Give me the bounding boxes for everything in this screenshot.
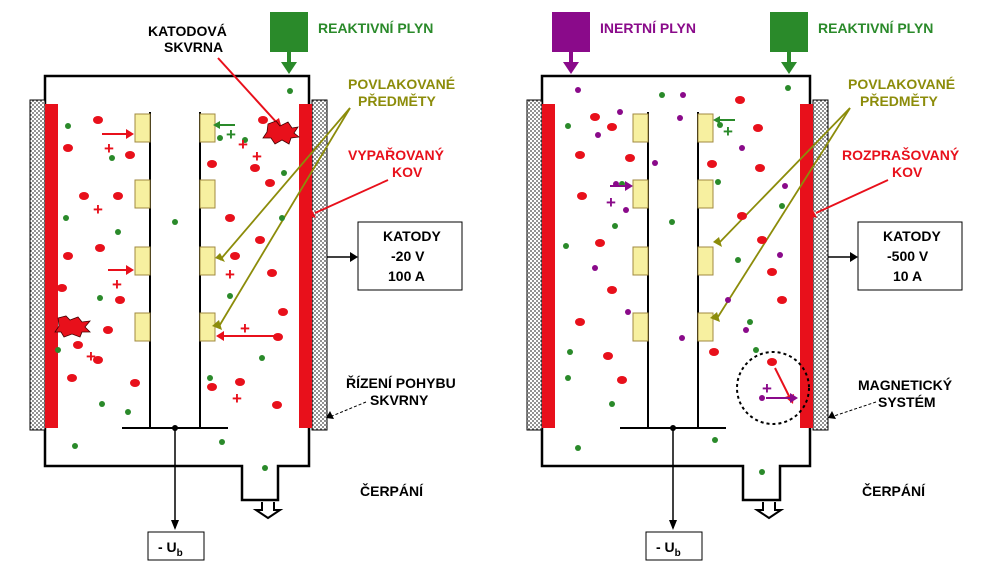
svg-text:+: + bbox=[93, 200, 103, 219]
right-label-pumping: ČERPÁNÍ bbox=[862, 482, 926, 499]
right-cathode-backing-right bbox=[812, 99, 829, 431]
right-label-metal-1: ROZPRAŠOVANÝ bbox=[842, 146, 960, 163]
right-label-magnetic-2: SYSTÉM bbox=[878, 394, 936, 410]
svg-text:+: + bbox=[240, 319, 250, 338]
left-label-metal-2: KOV bbox=[392, 164, 423, 180]
right-cathode-backing-left bbox=[526, 99, 543, 431]
right-bias-box bbox=[645, 531, 703, 561]
svg-text:+: + bbox=[104, 139, 114, 158]
left-label-control-1: ŘÍZENÍ POHYBU bbox=[346, 374, 456, 391]
svg-text:+: + bbox=[232, 389, 242, 408]
svg-text:+: + bbox=[252, 147, 262, 166]
left-ion-arrows bbox=[102, 121, 275, 341]
inert-gas-inlet-arrow-icon bbox=[552, 12, 590, 74]
pump-outlet-icon bbox=[252, 502, 284, 520]
right-red-particles bbox=[575, 96, 787, 384]
left-label-metal-1: VYPAŘOVANÝ bbox=[348, 146, 445, 163]
left-cathodes-line1: KATODY bbox=[383, 228, 441, 244]
right-label-inert-gas: INERTNÍ PLYN bbox=[600, 20, 696, 36]
left-label-coated-1: POVLAKOVANÉ bbox=[348, 76, 455, 92]
right-chamber-outline bbox=[540, 74, 812, 502]
svg-text:+: + bbox=[112, 275, 122, 294]
cathode-spot-icon bbox=[54, 120, 300, 338]
right-purple-particles bbox=[575, 87, 788, 341]
right-plus-signs: + + bbox=[606, 122, 733, 212]
magnetic-field-circle bbox=[736, 351, 810, 425]
left-cathodes-line3: 100 A bbox=[388, 268, 425, 284]
left-label-control-2: SKVRNY bbox=[370, 392, 429, 408]
left-label-reactive-gas: REAKTIVNÍ PLYN bbox=[318, 20, 433, 36]
right-ion-arrows bbox=[610, 116, 735, 191]
right-label-coated-1: POVLAKOVANÉ bbox=[848, 76, 955, 92]
right-diagram: - Ub INERTNÍ PLYN REAKTIVNÍ PLYN POVLAKO… bbox=[526, 12, 963, 561]
right-cathodes-box bbox=[857, 221, 963, 291]
left-red-particles bbox=[57, 116, 288, 409]
right-cathode-right bbox=[800, 104, 813, 428]
left-cathode-left bbox=[45, 104, 58, 428]
left-substrate-holder bbox=[122, 112, 228, 530]
svg-text:+: + bbox=[762, 379, 772, 398]
left-diagram: - Ub REAKTIVNÍ PLYN KATODOVÁ SKVRNA POVL… bbox=[29, 12, 463, 561]
right-substrate-holder bbox=[620, 112, 726, 530]
svg-text:+: + bbox=[238, 135, 248, 154]
svg-text:+: + bbox=[225, 265, 235, 284]
left-chamber-outline bbox=[43, 74, 311, 502]
left-green-particles bbox=[55, 88, 293, 471]
left-bias-label: - Ub bbox=[158, 539, 183, 559]
right-gas-inlet-arrow-icon bbox=[770, 12, 808, 74]
right-cathodes-line2: -500 V bbox=[887, 248, 929, 264]
right-label-coated-2: PŘEDMĚTY bbox=[860, 92, 938, 109]
left-label-cathode-spot-2: SKVRNA bbox=[164, 39, 223, 55]
right-label-metal-2: KOV bbox=[892, 164, 923, 180]
svg-text:+: + bbox=[226, 125, 236, 144]
right-label-reactive-gas: REAKTIVNÍ PLYN bbox=[818, 20, 933, 36]
left-cathode-backing-left bbox=[29, 99, 46, 431]
svg-text:+: + bbox=[606, 193, 616, 212]
right-pump-outlet-icon bbox=[753, 502, 785, 520]
svg-text:+: + bbox=[723, 122, 733, 141]
svg-text:+: + bbox=[86, 347, 96, 366]
right-cathodes-line1: KATODY bbox=[883, 228, 941, 244]
left-label-cathode-spot-1: KATODOVÁ bbox=[148, 23, 227, 39]
left-cathodes-line2: -20 V bbox=[391, 248, 425, 264]
left-label-pumping: ČERPÁNÍ bbox=[360, 482, 424, 499]
left-cathodes-box bbox=[357, 221, 463, 291]
right-green-particles bbox=[563, 85, 791, 475]
left-label-coated-2: PŘEDMĚTY bbox=[358, 92, 436, 109]
gas-inlet-arrow-icon bbox=[270, 12, 308, 74]
right-cathodes-line3: 10 A bbox=[893, 268, 922, 284]
right-bias-label: - Ub bbox=[656, 539, 681, 559]
right-cathode-left bbox=[542, 104, 555, 428]
left-cathode-right bbox=[299, 104, 312, 428]
left-plus-signs: + + + + + + + + + + bbox=[86, 125, 262, 408]
right-label-magnetic-1: MAGNETICKÝ bbox=[858, 376, 953, 393]
left-bias-box bbox=[147, 531, 205, 561]
